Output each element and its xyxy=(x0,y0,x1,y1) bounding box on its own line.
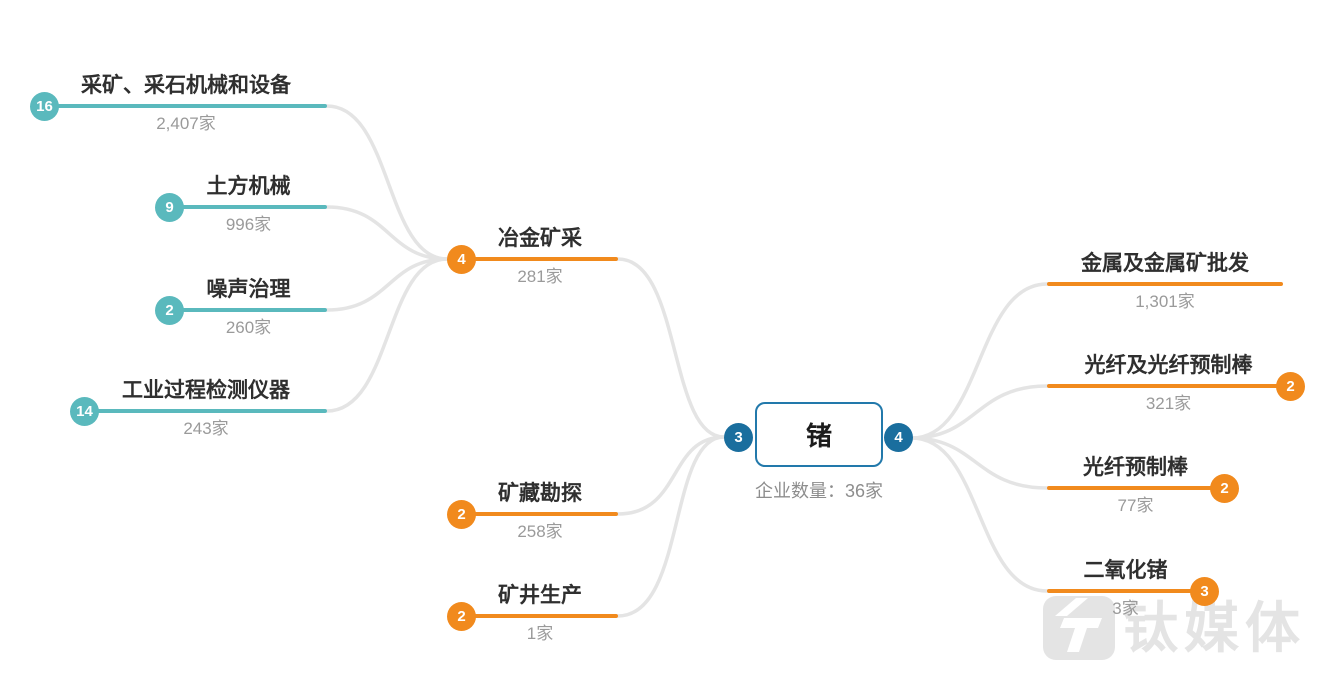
node-count: 1,301家 xyxy=(1135,292,1195,311)
node-label: 光纤预制棒 xyxy=(1083,456,1188,479)
node-label: 工业过程检测仪器 xyxy=(122,379,290,402)
node-count: 243家 xyxy=(183,419,229,438)
connection-count-badge[interactable]: 2 xyxy=(447,602,476,631)
node-line xyxy=(1047,282,1283,286)
connection-count-badge[interactable]: 2 xyxy=(1210,474,1239,503)
mining-quarrying-machinery-node[interactable]: 采矿、采石机械和设备 2,407家 16 xyxy=(30,73,327,134)
industrial-process-instruments-node[interactable]: 工业过程检测仪器 243家 14 xyxy=(70,378,327,439)
connection-count-badge[interactable]: 2 xyxy=(447,500,476,529)
watermark: 钛媒体 xyxy=(1043,594,1306,662)
connection-count-badge[interactable]: 4 xyxy=(447,245,476,274)
mineral-exploration-node[interactable]: 矿藏勘探 258家 2 xyxy=(447,481,618,542)
node-line xyxy=(462,614,618,618)
node-count: 281家 xyxy=(517,267,563,286)
node-label: 光纤及光纤预制棒 xyxy=(1084,354,1253,377)
node-count: 260家 xyxy=(225,318,272,337)
node-count: 258家 xyxy=(517,522,563,541)
connection-count-badge[interactable]: 3 xyxy=(1190,577,1219,606)
metal-and-ore-wholesale-node[interactable]: 金属及金属矿批发 1,301家 xyxy=(1047,251,1283,312)
center-node-title: 锗 xyxy=(805,421,832,451)
metallurgical-mining-node[interactable]: 冶金矿采 281家 4 xyxy=(447,226,618,287)
optical-fiber-preform-node[interactable]: 光纤预制棒 77家 2 xyxy=(1047,455,1239,516)
tmtpost-logo-icon xyxy=(1043,596,1115,660)
node-label: 土方机械 xyxy=(206,175,291,198)
node-line xyxy=(45,104,327,108)
connection-count-badge[interactable]: 2 xyxy=(1276,372,1305,401)
node-count: 321家 xyxy=(1145,394,1192,413)
node-label: 金属及金属矿批发 xyxy=(1081,252,1249,275)
node-line xyxy=(462,257,618,261)
node-line xyxy=(462,512,618,516)
mine-production-node[interactable]: 矿井生产 1家 2 xyxy=(447,583,618,644)
enterprise-count-label: 企业数量：36家 xyxy=(754,481,884,501)
watermark-text: 钛媒体 xyxy=(1123,597,1307,659)
connection-count-badge[interactable]: 16 xyxy=(30,92,59,121)
node-count: 3家 xyxy=(1112,599,1139,618)
node-label: 采矿、采石机械和设备 xyxy=(81,74,291,97)
node-line xyxy=(85,409,327,413)
node-count: 996家 xyxy=(225,215,272,234)
node-line xyxy=(170,205,327,209)
optical-fiber-and-preform-node[interactable]: 光纤及光纤预制棒 321家 2 xyxy=(1047,353,1305,414)
germanium-center-node[interactable]: 锗 xyxy=(755,402,883,467)
node-label: 矿藏勘探 xyxy=(498,482,582,505)
noise-control-node[interactable]: 噪声治理 260家 2 xyxy=(155,277,327,338)
node-label: 噪声治理 xyxy=(206,278,291,301)
node-line xyxy=(1047,589,1204,593)
node-count: 2,407家 xyxy=(156,114,216,133)
connection-count-badge[interactable]: 14 xyxy=(70,397,99,426)
connection-count-badge[interactable]: 2 xyxy=(155,296,184,325)
node-count: 1家 xyxy=(526,624,554,643)
node-count: 77家 xyxy=(1117,496,1154,515)
downstream-count-badge[interactable]: 4 xyxy=(884,423,913,452)
upstream-count-badge[interactable]: 3 xyxy=(724,423,753,452)
connection-count-badge[interactable]: 9 xyxy=(155,193,184,222)
node-line xyxy=(1047,486,1224,490)
node-line xyxy=(1047,384,1290,388)
node-label: 矿井生产 xyxy=(498,584,582,607)
germanium-dioxide-node[interactable]: 二氧化锗 3家 3 xyxy=(1047,558,1219,619)
earthmoving-machinery-node[interactable]: 土方机械 996家 9 xyxy=(155,174,327,235)
node-line xyxy=(170,308,327,312)
node-label: 冶金矿采 xyxy=(498,227,582,250)
node-label: 二氧化锗 xyxy=(1083,559,1168,582)
